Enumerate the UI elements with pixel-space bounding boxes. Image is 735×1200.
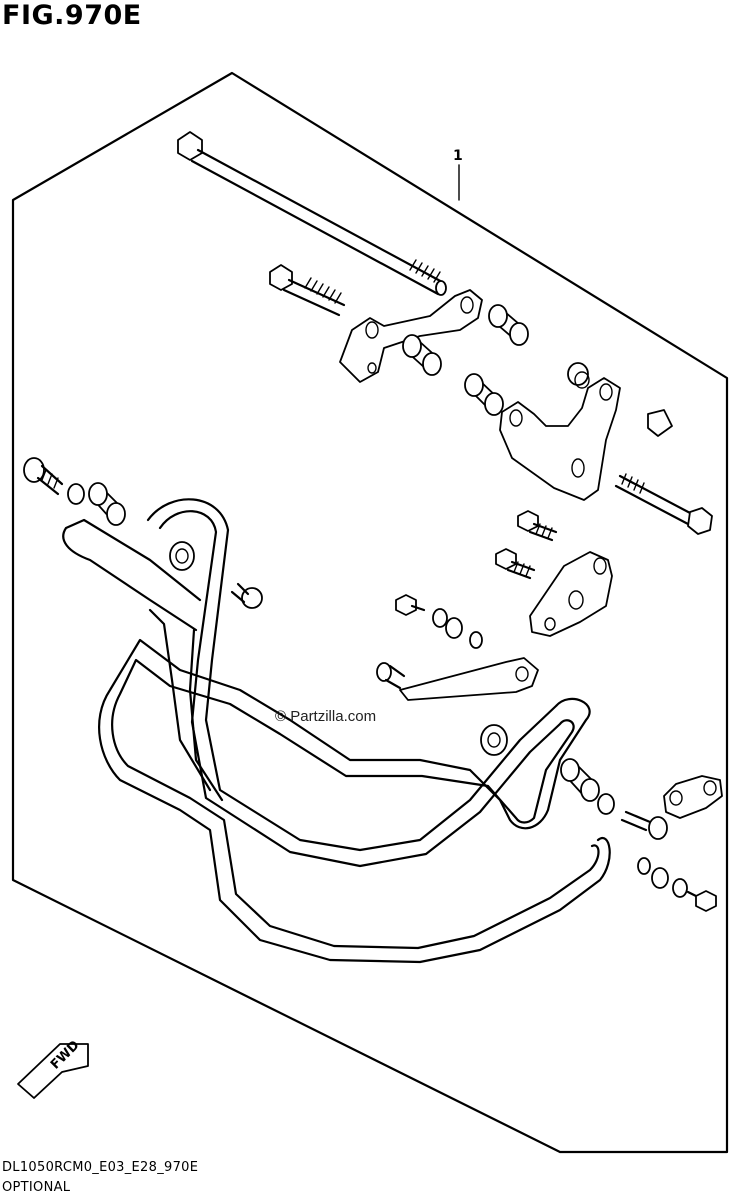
collar-left — [88, 482, 126, 526]
collar-1 — [402, 334, 442, 376]
bolt-right — [614, 473, 713, 535]
kit-outline — [11, 71, 729, 1154]
shoulder-bolt-mid — [376, 662, 406, 690]
small-bolt-lower — [686, 890, 717, 912]
washer-1 — [432, 608, 448, 628]
collar-lower-right — [560, 758, 600, 802]
right-upper-bracket — [499, 377, 621, 501]
link-plate — [663, 775, 723, 819]
bolt-left — [23, 457, 64, 496]
small-bolt-3 — [395, 594, 426, 616]
spacer-1 — [469, 631, 483, 649]
collar-2 — [488, 304, 529, 346]
collar-3 — [464, 373, 504, 416]
small-bolt-1 — [517, 510, 558, 542]
spacer-lower — [637, 857, 651, 875]
washer-2 — [445, 617, 463, 639]
frame-bracket-arm — [399, 657, 539, 701]
fwd-arrow-icon: FWD — [17, 1038, 89, 1099]
shoulder-bolt-left — [230, 582, 263, 609]
washer-left — [67, 483, 85, 505]
bolt-upper-left — [269, 264, 346, 317]
collar-4 — [567, 362, 590, 389]
watermark: © Partzilla.com — [275, 708, 377, 725]
cap-nut — [647, 409, 673, 437]
small-bolt-2 — [495, 548, 536, 580]
category-label: OPTIONAL — [2, 1180, 71, 1195]
drawing-code: DL1050RCM0_E03_E28_970E — [2, 1160, 199, 1175]
guard-boss-left — [169, 541, 195, 571]
washer-lower-1 — [651, 867, 669, 889]
inner-guard-tube — [62, 518, 202, 632]
engine-guard-tube — [98, 498, 611, 964]
guard-boss-right — [480, 724, 508, 756]
figure-title: FIG.970E — [2, 0, 142, 31]
washer-lower-right — [597, 793, 615, 815]
shoulder-bolt-lower — [620, 810, 668, 840]
callout-number: 1 — [453, 148, 463, 164]
washer-lower-2 — [672, 878, 688, 898]
long-bolt — [177, 131, 447, 296]
